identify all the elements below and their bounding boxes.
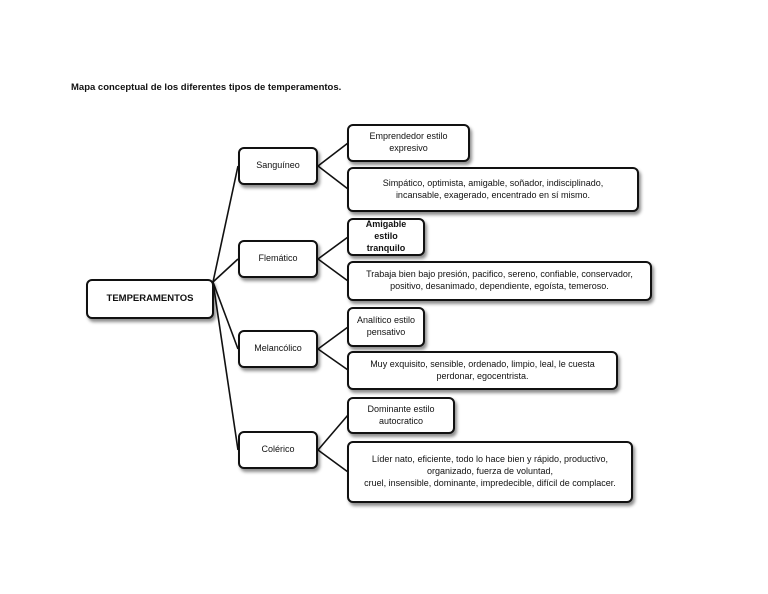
style-label: Amigable estilo tranquilo xyxy=(365,219,407,253)
style-node-sanguineo: Emprendedor estilo expresivo xyxy=(347,124,470,162)
connector-flematico-traits xyxy=(317,258,349,282)
connector-sanguineo-style xyxy=(317,142,349,167)
style-label: Analítico estilo pensativo xyxy=(356,315,416,337)
temperament-node-colerico: Colérico xyxy=(238,431,318,469)
temperament-label: Melancólico xyxy=(254,343,302,354)
temperament-label: Colérico xyxy=(261,444,295,455)
traits-node-sanguineo: Simpático, optimista, amigable, soñador,… xyxy=(347,167,639,212)
connector-root-flematico xyxy=(212,258,239,283)
traits-line: Trabaja bien bajo presión, pacifico, ser… xyxy=(366,269,633,280)
connector-melancolico-style xyxy=(317,326,349,350)
temperament-label: Flemático xyxy=(258,253,298,264)
traits-line: Líder nato, eficiente, todo lo hace bien… xyxy=(371,454,609,465)
traits-line: perdonar, egocentrista. xyxy=(436,370,529,381)
temperament-node-sanguineo: Sanguíneo xyxy=(238,147,318,185)
root-label: TEMPERAMENTOS xyxy=(106,292,194,304)
traits-line: Muy exquisito, sensible, ordenado, limpi… xyxy=(370,358,595,369)
connector-melancolico-traits xyxy=(317,348,349,371)
traits-line: positivo, desanimado, dependiente, egoís… xyxy=(390,281,609,291)
traits-line: incansable, exagerado, encentrado en sí … xyxy=(395,189,591,200)
temperament-node-melancolico: Melancólico xyxy=(238,330,318,368)
root-node: TEMPERAMENTOS xyxy=(86,279,214,319)
map-title: Mapa conceptual de los diferentes tipos … xyxy=(71,82,342,93)
temperament-label: Sanguíneo xyxy=(256,160,300,171)
connector-root-melancolico xyxy=(212,281,239,350)
traits-line: cruel, insensible, dominante, impredecib… xyxy=(364,477,616,488)
connector-colerico-style xyxy=(317,414,349,451)
traits-node-melancolico: Muy exquisito, sensible, ordenado, limpi… xyxy=(347,351,618,390)
style-node-colerico: Dominante estilo autocratico xyxy=(347,397,455,434)
connector-flematico-style xyxy=(317,236,349,260)
connector-root-colerico xyxy=(212,281,239,451)
style-label: Emprendedor estilo expresivo xyxy=(369,131,448,153)
traits-node-colerico: Líder nato, eficiente, todo lo hace bien… xyxy=(347,441,633,503)
temperament-node-flematico: Flemático xyxy=(238,240,318,278)
traits-line: organizado, fuerza de voluntad, xyxy=(426,466,554,477)
traits-line: Simpático, optimista, amigable, soñador,… xyxy=(382,177,604,188)
style-node-flematico: Amigable estilo tranquilo xyxy=(347,218,425,256)
traits-node-flematico: Trabaja bien bajo presión, pacifico, ser… xyxy=(347,261,652,301)
style-label: Dominante estilo autocratico xyxy=(367,403,435,426)
connector-sanguineo-traits xyxy=(317,165,349,190)
connector-colerico-traits xyxy=(317,449,349,473)
style-node-melancolico: Analítico estilo pensativo xyxy=(347,307,425,347)
connector-root-sanguineo xyxy=(212,165,239,283)
